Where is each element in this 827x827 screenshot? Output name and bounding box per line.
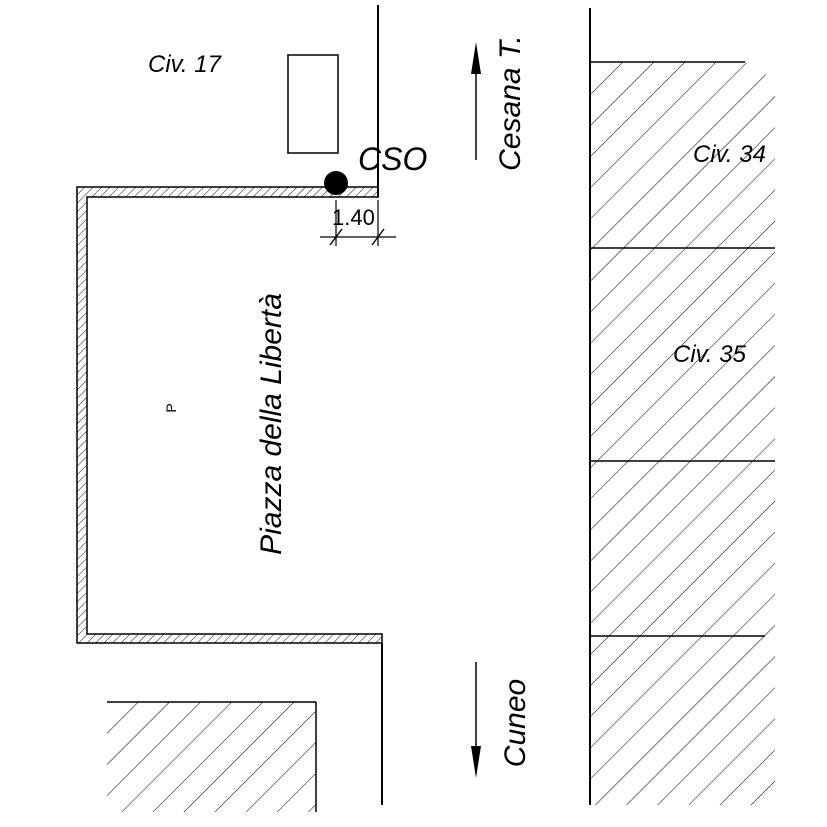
bottom-left-building: [107, 701, 317, 812]
label-civ-34: Civ. 34: [693, 141, 766, 168]
arrow-south: [471, 662, 481, 778]
building-lower-right: [590, 461, 775, 636]
label-plaza-marker: P: [163, 403, 179, 412]
label-cso: CSO: [358, 141, 427, 177]
label-civ-35: Civ. 35: [673, 341, 747, 368]
label-street-south: Cuneo: [499, 679, 532, 767]
plaza-wall: [76, 5, 383, 805]
right-buildings: [589, 8, 775, 805]
arrow-north: [471, 42, 481, 160]
label-street-north: Cesana T.: [494, 35, 527, 171]
building-civ-35: [590, 248, 775, 461]
building-civ-34: [590, 62, 775, 248]
label-plaza: Piazza della Libertà: [255, 293, 288, 555]
label-dimension: 1.40: [332, 205, 375, 230]
building-bottom-right: [590, 636, 775, 805]
cso-marker: [324, 171, 348, 195]
structure-rectangle: [287, 54, 339, 154]
label-civ-17: Civ. 17: [148, 51, 223, 78]
dimension-line: [320, 200, 396, 246]
